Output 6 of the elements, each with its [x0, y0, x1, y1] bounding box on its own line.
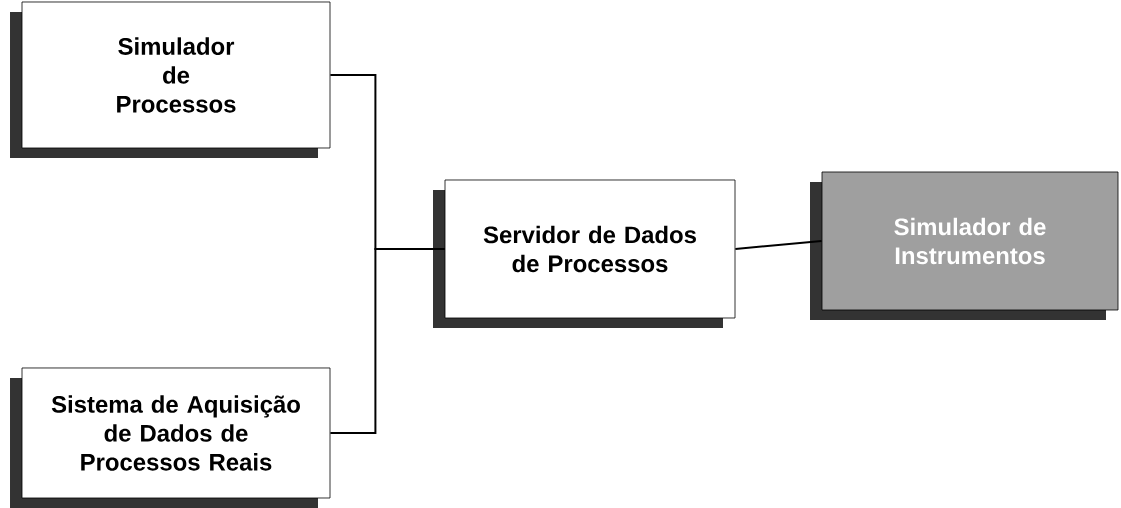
connector-line: [734, 240, 823, 250]
process-box: Servidor de Dados de Processos: [433, 179, 736, 328]
process-box: Simulador de Processos: [10, 1, 331, 158]
process-box: Sistema de Aquisição de Dados de Processos Reais: [10, 367, 331, 508]
connector-line: [329, 248, 446, 434]
process-box: Simulador de Instrumentos: [810, 171, 1119, 320]
